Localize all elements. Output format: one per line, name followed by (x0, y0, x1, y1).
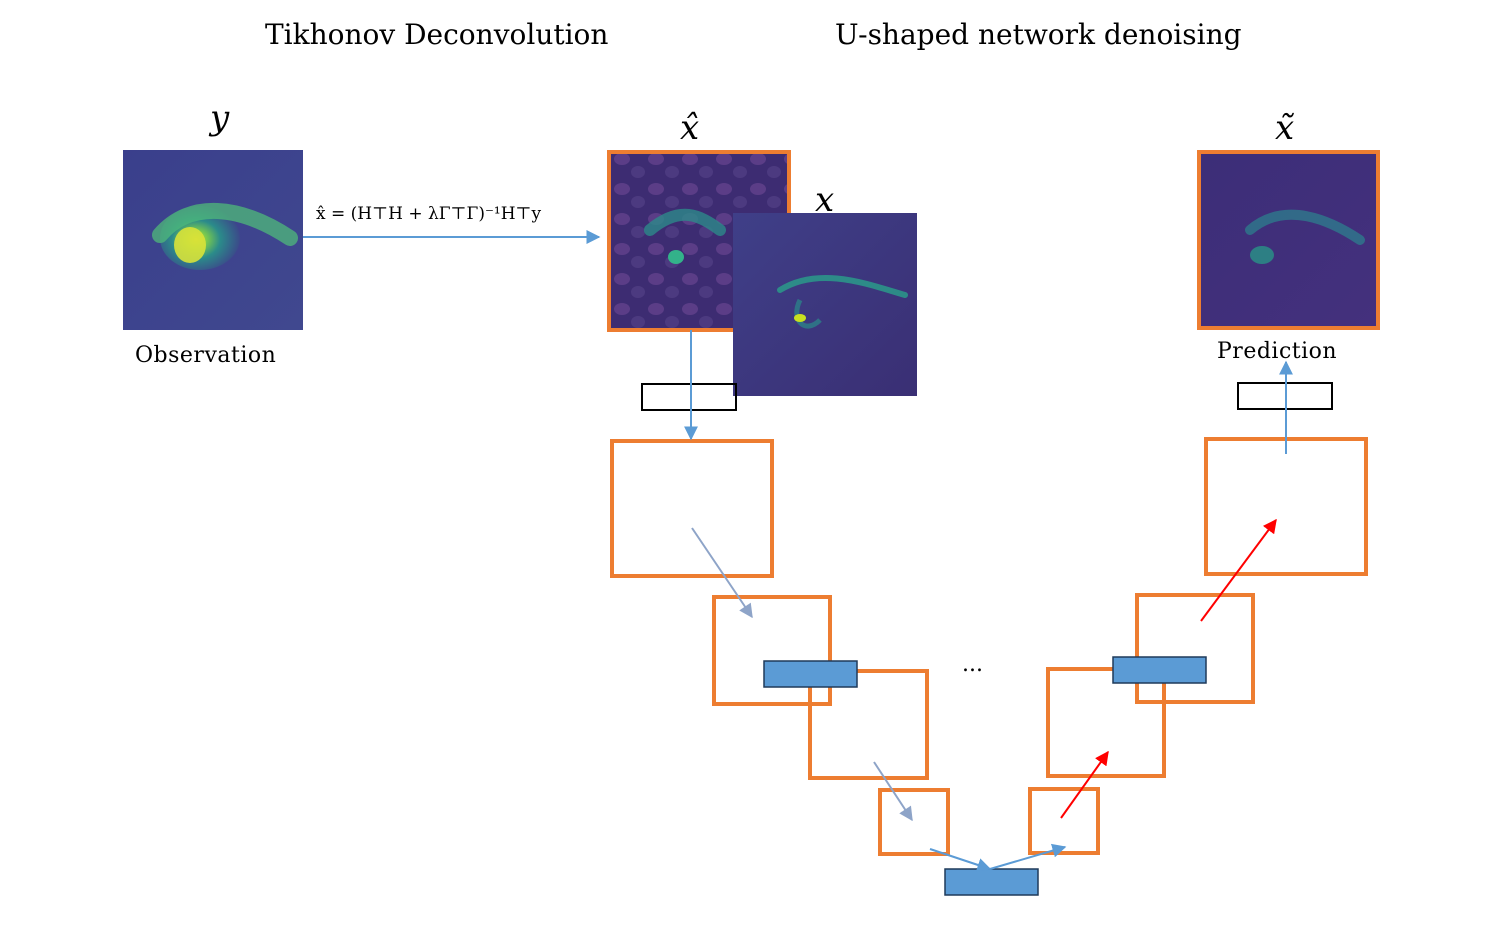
arrow-from-bottleneck (989, 843, 1067, 870)
encoder-block-4 (878, 788, 950, 856)
decoder-block-1 (1204, 437, 1368, 576)
decoder-block-3 (1046, 667, 1166, 778)
caption-prediction: Prediction (1217, 339, 1338, 364)
observation-image (123, 150, 303, 330)
decoder-block-2 (1135, 593, 1255, 704)
encoder-block-2 (712, 595, 832, 706)
arrow-to-bottleneck (929, 848, 992, 872)
prediction-image (1197, 150, 1380, 330)
tikhonov-formula: x̂ = (H⊤H + λΓ⊤Γ)⁻¹H⊤y (316, 204, 542, 224)
feature-bar-decoder (1112, 656, 1207, 684)
encoder-block-3 (808, 669, 929, 780)
input-layer-box (641, 383, 737, 411)
symbol-x-hat: x̂ (680, 108, 700, 148)
symbol-x-tilde: x̃ (1275, 108, 1295, 148)
decoder-block-4 (1028, 787, 1100, 855)
arrow-up-1 (1060, 750, 1109, 819)
ellipsis: ... (962, 652, 983, 677)
arrow-down-1 (691, 527, 753, 619)
arrow-up-2 (1200, 518, 1277, 622)
arrow-down-2 (873, 761, 913, 822)
bottleneck-bar (944, 868, 1039, 896)
title-unet: U-shaped network denoising (835, 18, 1242, 51)
symbol-y: y (210, 98, 230, 138)
ground-truth-image (733, 213, 917, 396)
caption-observation: Observation (135, 343, 277, 368)
encoder-block-1 (610, 439, 774, 578)
symbol-x: x (815, 180, 835, 220)
feature-bar-encoder (763, 660, 858, 688)
title-tikhonov: Tikhonov Deconvolution (265, 18, 609, 51)
